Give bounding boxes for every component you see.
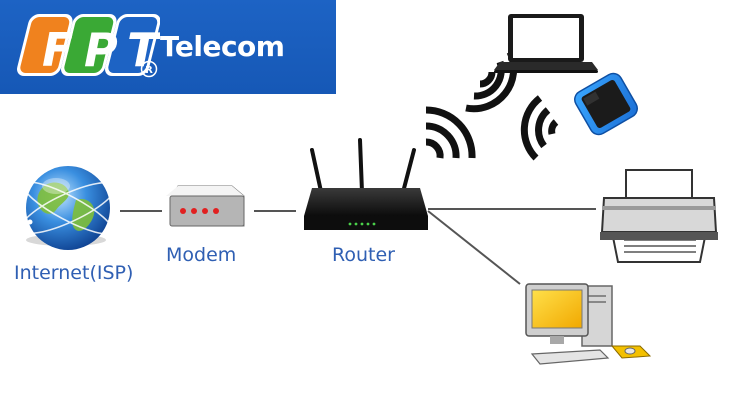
internet-label: Internet(ISP) [14,262,134,284]
fpt-telecom-logo: F P T R Telecom [0,0,336,94]
registered-mark: R [140,60,158,78]
wifi-signal-phone-icon [520,95,559,161]
connector-router-desktop [427,210,521,285]
fpt-logo-tiles: F P T [17,14,162,77]
wifi-signal-icon [425,106,476,159]
smartphone-icon [574,72,638,136]
logo-letter-f: F [42,23,73,77]
printer-icon [600,169,718,263]
logo-tile-t [108,17,158,73]
logo-subtitle: Telecom [160,30,285,63]
modem-label: Modem [166,244,237,266]
laptop-icon [494,14,598,73]
connector-lines [120,208,596,285]
modem-icon [166,185,245,227]
router-icon [304,138,428,230]
router-label: Router [332,244,395,266]
globe-icon [19,166,117,250]
desktop-computer-icon [525,283,652,365]
logo-tile-f [20,17,70,73]
logo-tile-p [64,17,114,73]
logo-letter-p: P [84,23,118,77]
svg-text:R: R [145,65,153,76]
wifi-signal-laptop-icon [465,50,518,113]
